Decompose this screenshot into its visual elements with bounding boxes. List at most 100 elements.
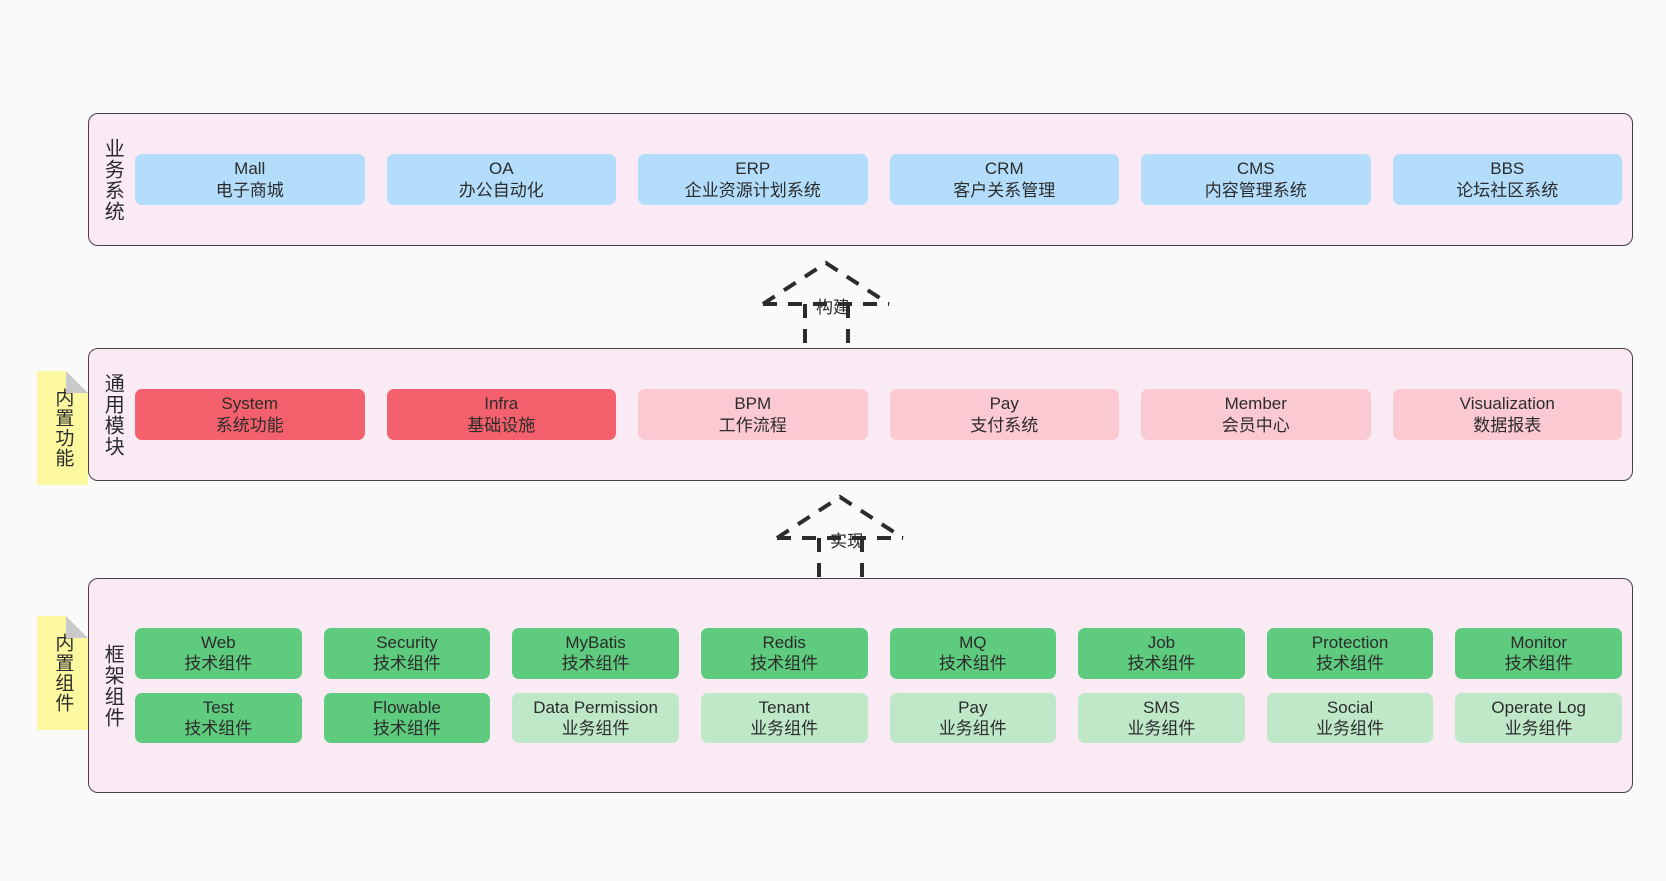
layer-framework-title: 框架组件 (101, 643, 124, 728)
module-card-crm[interactable]: CRM 客户关系管理 (889, 154, 1119, 205)
component-card-mybatis[interactable]: MyBatis 技术组件 (512, 628, 679, 679)
component-name: Pay (958, 697, 988, 717)
module-name: Mall (234, 159, 266, 179)
module-card-system[interactable]: System 系统功能 (135, 389, 365, 440)
module-card-member[interactable]: Member 会员中心 (1141, 389, 1371, 440)
component-subtitle: 业务组件 (1504, 718, 1573, 738)
component-card-security[interactable]: Security 技术组件 (323, 628, 491, 679)
component-name: Security (376, 633, 438, 652)
note-fold-corner-icon (66, 616, 88, 638)
module-subtitle: 基础设施 (467, 415, 536, 435)
module-subtitle: 内容管理系统 (1204, 180, 1307, 200)
layer-framework-components[interactable]: 框架组件 Web 技术组件 Security 技术组件 MyBatis 技术组件… (88, 578, 1633, 793)
component-subtitle: 技术组件 (938, 654, 1007, 674)
module-name: BBS (1490, 159, 1525, 179)
component-name: MQ (959, 633, 987, 652)
module-subtitle: 数据报表 (1473, 415, 1542, 435)
module-name: Infra (484, 394, 519, 414)
module-name: ERP (735, 159, 771, 179)
component-subtitle: 业务组件 (750, 718, 819, 738)
module-name: Pay (989, 394, 1019, 414)
component-name: Test (202, 697, 234, 717)
note-builtin-components[interactable]: 内置组件 (37, 616, 88, 730)
module-card-visualization[interactable]: Visualization 数据报表 (1392, 389, 1622, 440)
module-card-oa[interactable]: OA 办公自动化 (386, 154, 616, 205)
component-name: Monitor (1510, 633, 1568, 652)
module-name: System (221, 394, 279, 414)
module-card-erp[interactable]: ERP 企业资源计划系统 (638, 154, 868, 205)
note-fold-corner-icon (66, 371, 88, 393)
layer-business-systems[interactable]: 业务系统 Mall 电子商城 OA 办公自动化 ERP 企业资源计划系统 CRM… (88, 113, 1633, 246)
connector-implement-label: 实现 (830, 532, 864, 551)
component-subtitle: 技术组件 (184, 654, 253, 674)
module-name: BPM (734, 394, 772, 414)
component-name: Job (1147, 633, 1176, 652)
module-card-mall[interactable]: Mall 电子商城 (135, 154, 365, 205)
framework-tech-row: Web 技术组件 Security 技术组件 MyBatis 技术组件 Redi… (135, 628, 1622, 679)
module-subtitle: 客户关系管理 (953, 180, 1056, 200)
component-subtitle: 技术组件 (372, 718, 441, 738)
component-subtitle: 技术组件 (1316, 654, 1385, 674)
common-row: System 系统功能 Infra 基础设施 BPM 工作流程 Pay 支付系统… (135, 389, 1622, 440)
component-name: Web (200, 633, 236, 652)
module-subtitle: 办公自动化 (458, 180, 544, 200)
module-name: OA (488, 159, 514, 179)
component-name: Flowable (372, 697, 441, 717)
connector-build-icon (761, 260, 891, 348)
note-label: 内置功能 (52, 388, 74, 468)
component-card-sms[interactable]: SMS 业务组件 (1078, 692, 1245, 743)
component-subtitle: 业务组件 (561, 718, 630, 738)
module-subtitle: 工作流程 (718, 415, 787, 435)
component-card-protection[interactable]: Protection 技术组件 (1266, 628, 1434, 679)
layer-common-title: 通用模块 (101, 372, 124, 457)
component-card-job[interactable]: Job 技术组件 (1078, 628, 1245, 679)
layer-framework-body: Web 技术组件 Security 技术组件 MyBatis 技术组件 Redi… (135, 579, 1632, 792)
component-card-flowable[interactable]: Flowable 技术组件 (323, 692, 491, 743)
note-label: 内置组件 (52, 633, 74, 713)
component-name: SMS (1143, 697, 1180, 717)
module-card-pay[interactable]: Pay 支付系统 (889, 389, 1119, 440)
layer-common-body: System 系统功能 Infra 基础设施 BPM 工作流程 Pay 支付系统… (135, 349, 1632, 480)
module-name: CRM (984, 159, 1024, 179)
component-subtitle: 技术组件 (184, 718, 253, 738)
component-card-test[interactable]: Test 技术组件 (135, 692, 302, 743)
module-subtitle: 企业资源计划系统 (684, 180, 821, 200)
component-card-social[interactable]: Social 业务组件 (1266, 692, 1434, 743)
module-subtitle: 论坛社区系统 (1456, 180, 1559, 200)
component-card-operate-log[interactable]: Operate Log 业务组件 (1455, 692, 1622, 743)
framework-business-row: Test 技术组件 Flowable 技术组件 Data Permission … (135, 692, 1622, 743)
component-name: Redis (762, 633, 806, 652)
component-subtitle: 技术组件 (561, 654, 630, 674)
component-card-tenant[interactable]: Tenant 业务组件 (700, 692, 868, 743)
component-card-pay[interactable]: Pay 业务组件 (889, 692, 1057, 743)
component-name: Tenant (758, 697, 810, 717)
business-row: Mall 电子商城 OA 办公自动化 ERP 企业资源计划系统 CRM 客户关系… (135, 154, 1622, 205)
module-card-infra[interactable]: Infra 基础设施 (386, 389, 616, 440)
component-card-mq[interactable]: MQ 技术组件 (889, 628, 1057, 679)
module-card-cms[interactable]: CMS 内容管理系统 (1141, 154, 1371, 205)
component-card-data-permission[interactable]: Data Permission 业务组件 (512, 692, 679, 743)
layer-common-modules[interactable]: 通用模块 System 系统功能 Infra 基础设施 BPM 工作流程 Pay… (88, 348, 1633, 481)
component-subtitle: 业务组件 (1316, 718, 1385, 738)
component-subtitle: 技术组件 (372, 654, 441, 674)
component-subtitle: 技术组件 (1127, 654, 1196, 674)
component-card-redis[interactable]: Redis 技术组件 (700, 628, 868, 679)
component-subtitle: 技术组件 (750, 654, 819, 674)
component-subtitle: 技术组件 (1504, 654, 1573, 674)
module-name: Member (1224, 394, 1287, 414)
module-subtitle: 会员中心 (1221, 415, 1290, 435)
component-name: MyBatis (565, 633, 626, 652)
component-name: Data Permission (533, 697, 658, 717)
layer-business-title: 业务系统 (101, 137, 124, 222)
module-card-bbs[interactable]: BBS 论坛社区系统 (1392, 154, 1622, 205)
component-name: Social (1326, 697, 1374, 717)
module-subtitle: 支付系统 (970, 415, 1039, 435)
component-card-web[interactable]: Web 技术组件 (135, 628, 302, 679)
note-builtin-functions[interactable]: 内置功能 (37, 371, 88, 485)
module-card-bpm[interactable]: BPM 工作流程 (638, 389, 868, 440)
component-card-monitor[interactable]: Monitor 技术组件 (1455, 628, 1622, 679)
module-subtitle: 电子商城 (215, 180, 284, 200)
component-subtitle: 业务组件 (1127, 718, 1196, 738)
component-name: Protection (1311, 633, 1389, 652)
